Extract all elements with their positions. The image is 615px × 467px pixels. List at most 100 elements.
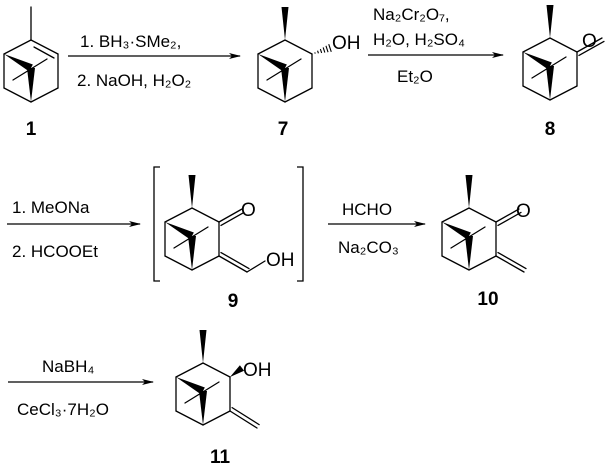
bond <box>522 85 551 101</box>
hash-line <box>317 50 319 54</box>
hash-line <box>325 45 329 53</box>
compound-label-11: 11 <box>210 447 231 467</box>
bridge-wedge <box>27 68 35 102</box>
bridge-wedge <box>4 54 33 72</box>
carbonyl-bond <box>576 37 603 53</box>
bridge-wedge <box>258 54 287 72</box>
reagents: 1. BH₃·SMe₂, 2. NaOH, H₂O₂ Na₂Cr₂O₇, H₂O… <box>12 5 465 419</box>
bridge-wedge <box>523 52 552 70</box>
bridge-wedge <box>188 236 196 270</box>
reagent-step-3-above: 1. MeONa <box>12 198 90 217</box>
bond <box>284 39 313 55</box>
structure-compound-11 <box>175 330 260 429</box>
structure-compound-1 <box>3 6 59 103</box>
structure-compound-9 <box>164 175 266 273</box>
methyl-wedge <box>199 330 207 363</box>
bond <box>175 410 204 426</box>
reaction-arrows <box>7 52 504 385</box>
methyl-wedge <box>465 175 473 208</box>
hash-line <box>319 48 323 54</box>
bridge-wedge <box>165 222 194 240</box>
bond <box>257 39 286 55</box>
atom-o-9: O <box>241 200 256 221</box>
bridge-wedge <box>546 66 554 100</box>
compound-label-9: 9 <box>228 291 239 312</box>
exocyclic-double-bond-second <box>231 406 260 426</box>
bond-to-oh <box>246 260 266 273</box>
gem-dimethyl-bond <box>266 58 302 81</box>
exocyclic-double-bond <box>218 255 248 273</box>
bridge-wedge <box>442 222 471 240</box>
structures <box>3 5 605 429</box>
gem-dimethyl-bond <box>173 226 209 249</box>
bond <box>257 87 286 103</box>
reagent-step-1-below: 2. NaOH, H₂O₂ <box>77 71 191 90</box>
hash-line <box>322 47 326 53</box>
bond <box>202 362 231 378</box>
reagent-step-4-below: Na₂CO₃ <box>338 238 399 257</box>
exocyclic-double-bond <box>229 410 258 429</box>
structure-compound-8 <box>522 5 605 101</box>
bond <box>284 87 313 103</box>
gem-dimethyl-bond <box>184 381 220 404</box>
carbonyl-bond <box>495 208 520 223</box>
atom-oh-11: OH <box>243 360 272 381</box>
bridge-wedge <box>199 391 207 425</box>
bond <box>549 85 578 101</box>
bridge-wedge <box>176 377 205 395</box>
ring-double-bond-inner <box>33 46 55 59</box>
exocyclic-double-bond-second <box>497 251 527 270</box>
carbonyl-bond-second <box>497 211 522 227</box>
compound-label-7: 7 <box>278 119 289 140</box>
bond <box>191 255 220 271</box>
compound-label-10: 10 <box>477 289 498 310</box>
reagent-step-4-above: HCHO <box>342 200 392 219</box>
methyl-wedge <box>546 5 554 38</box>
right-bracket <box>297 166 304 282</box>
bridge-wedge <box>465 236 473 270</box>
bond <box>202 410 231 426</box>
reagent-step-1-above: 1. BH₃·SMe₂, <box>80 32 181 51</box>
left-bracket <box>153 166 160 282</box>
bond <box>549 37 578 53</box>
compound-labels: 1 7 8 9 10 11 <box>26 119 556 467</box>
reagent-step-5-above: NaBH₄ <box>42 357 94 376</box>
bond <box>191 207 220 223</box>
reagent-step-2-below: Et₂O <box>397 67 433 86</box>
bond <box>441 255 470 271</box>
bond <box>522 37 551 53</box>
gem-dimethyl-bond <box>12 58 48 81</box>
bond <box>175 362 204 378</box>
reagent-step-2-above-1: Na₂Cr₂O₇, <box>373 5 450 24</box>
gem-dimethyl-bond <box>450 226 486 249</box>
bond <box>164 255 193 271</box>
compound-label-1: 1 <box>26 119 37 140</box>
brackets-compound-9 <box>153 166 304 282</box>
carbonyl-bond-second <box>220 211 245 227</box>
hashed-bond-oh <box>314 44 332 54</box>
reagent-step-2-above-2: H₂O, H₂SO₄ <box>373 30 465 49</box>
bond <box>30 39 59 55</box>
compound-label-8: 8 <box>545 119 556 140</box>
atom-oh-9: OH <box>266 250 295 271</box>
carbonyl-bond-second <box>578 40 605 57</box>
structure-compound-7 <box>257 7 332 103</box>
bond <box>468 255 497 271</box>
bond <box>468 207 497 223</box>
hash-line <box>328 44 332 52</box>
gem-dimethyl-bond <box>531 56 567 79</box>
bond <box>441 207 470 223</box>
oh-wedge <box>230 365 245 377</box>
bond <box>164 207 193 223</box>
reagent-step-5-below: CeCl₃·7H₂O <box>17 400 109 419</box>
exocyclic-double-bond <box>495 255 525 273</box>
methyl-wedge <box>188 175 196 208</box>
exocyclic-double-bond-second <box>220 251 250 270</box>
reagent-step-3-below: 2. HCOOEt <box>12 242 98 261</box>
methyl-wedge <box>281 7 289 40</box>
atom-o-10: O <box>516 201 531 222</box>
atom-oh-7: OH <box>332 33 361 54</box>
structure-compound-10 <box>441 175 527 273</box>
bond <box>30 87 59 103</box>
